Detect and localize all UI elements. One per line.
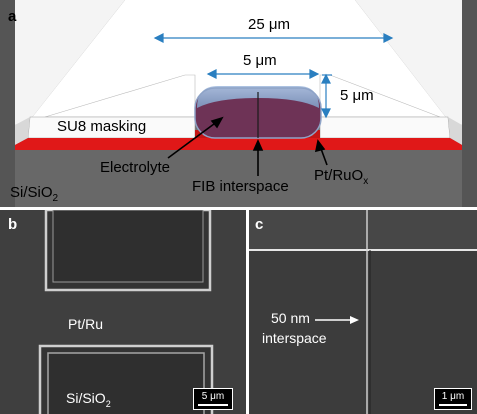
- dimension-width-5um: 5 μm: [243, 52, 277, 69]
- panel-label-c: c: [255, 216, 264, 233]
- sem-image-b: [0, 210, 246, 414]
- schematic-drawing: [0, 0, 477, 207]
- label-substrate-a: Si/SiO2: [10, 184, 59, 204]
- panel-a-schematic: a 25 μm 5 μm 5 μm SU8 masking Electrolyt…: [0, 0, 477, 207]
- scale-bar-c: 1 μm: [434, 388, 472, 410]
- pointer-arrow-c: [315, 316, 359, 324]
- label-pt-ruox: Pt/RuOx: [314, 167, 369, 187]
- panel-c-sem: c 50 nm interspace 1 μm: [249, 210, 477, 414]
- scale-bar-b-label: 5 μm: [201, 391, 225, 402]
- dimension-25um: 25 μm: [248, 16, 290, 33]
- panel-label-a: a: [8, 8, 17, 25]
- label-fib-interspace: FIB interspace: [192, 178, 289, 195]
- scale-bar-b: 5 μm: [193, 388, 233, 410]
- label-pt-ru: Pt/Ru: [68, 316, 104, 332]
- label-50nm: 50 nm: [271, 310, 310, 326]
- label-interspace: interspace: [262, 330, 327, 346]
- sem-image-c: [249, 210, 477, 414]
- label-electrolyte: Electrolyte: [100, 159, 171, 176]
- panel-label-b: b: [8, 216, 18, 233]
- label-su8-masking: SU8 masking: [57, 118, 147, 135]
- dimension-height-5um: 5 μm: [340, 87, 374, 104]
- label-substrate-b: Si/SiO2: [66, 390, 111, 409]
- scale-bar-c-label: 1 μm: [441, 391, 465, 402]
- panel-b-sem: b Pt/Ru Si/SiO2 5 μm: [0, 210, 246, 414]
